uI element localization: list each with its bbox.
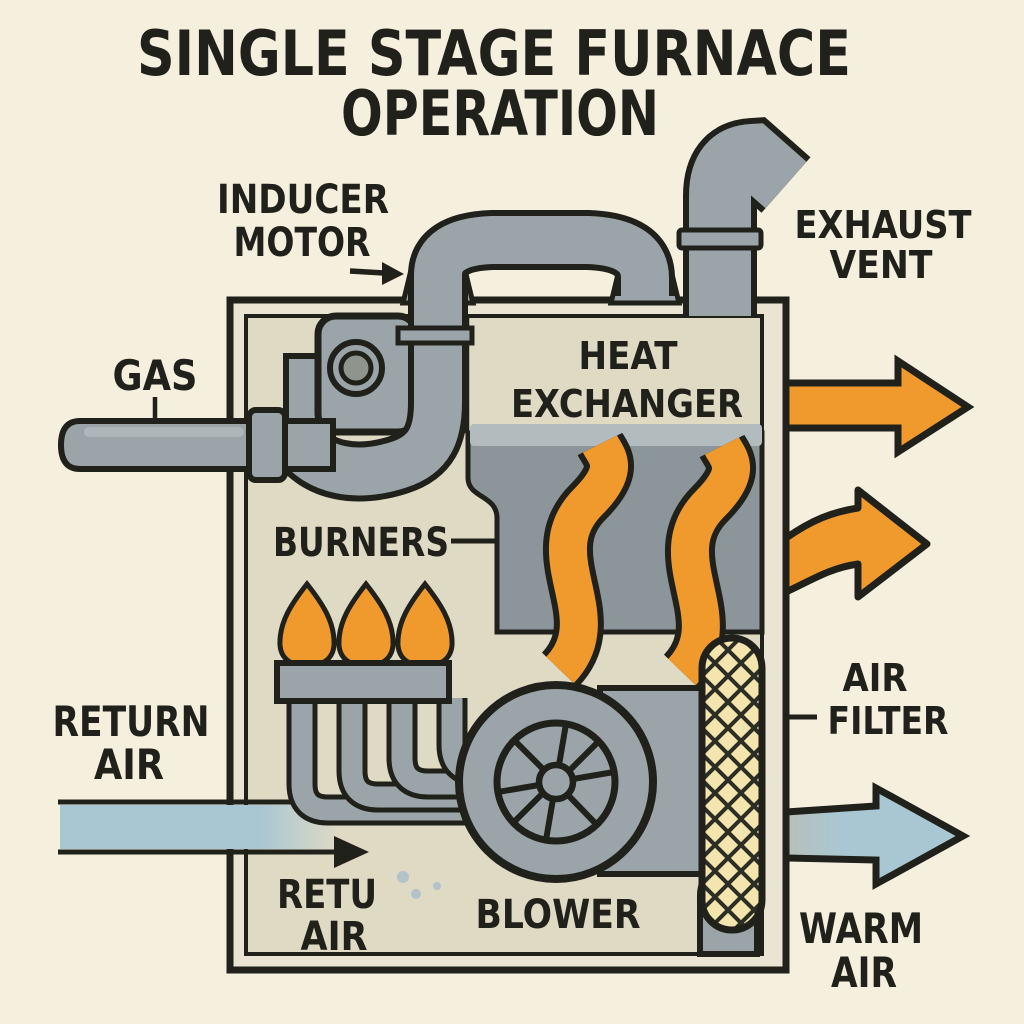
warm-air-callout: WARM AIR [799,904,923,997]
pipe-coupling-ring [395,325,475,346]
warm-air-arrow-icon [782,782,971,890]
gas-pipe-coupling [246,407,288,483]
exhaust-coupling-ring [676,227,764,251]
dust-speckles [397,871,441,899]
blower-spokes [497,723,615,841]
manifold-tube [291,698,505,821]
air-filter-label-line2: FILTER [828,699,949,743]
hot-gas-ribbon [667,436,750,686]
gas-label: GAS [113,351,198,400]
gas-callout: GAS [113,351,198,420]
supply-air-arrows [782,354,975,890]
inducer-arrow-icon [382,262,404,285]
hot-air-arrow-mid-icon [782,486,931,601]
return-air-duct-label-line2: AIR [301,914,368,960]
inducer-motor-callout: INDUCER MOTOR [217,177,404,285]
heat-exchanger-label-line2: EXCHANGER [511,382,743,426]
inducer-arrow-line [349,268,385,276]
inducer-motor-hub [338,350,374,386]
blower-fan [455,681,657,883]
return-air-stream [60,805,338,849]
heat-exchanger-section: HEAT EXCHANGER [464,318,765,690]
exhaust-vent-pipe [676,117,811,316]
air-filter-panel [698,634,766,934]
manifold-tube [391,698,505,795]
return-air-label-line2: AIR [94,740,164,789]
inducer-pipe [275,216,669,496]
warm-air-label-line2: AIR [831,948,897,997]
diagram-title-line2: OPERATION [341,77,659,150]
blower-assembly: BLOWER [455,634,766,957]
warm-air-label-line1: WARM [799,904,923,953]
gas-pipe-highlight [84,427,244,437]
gas-pipe [57,407,336,483]
return-air-duct-label-line1: RETU [277,872,377,918]
diagram-title-line1: SINGLE STAGE FURNACE [137,17,851,90]
return-air-callout: RETURN AIR [53,697,210,789]
return-air-arrow-icon [334,836,369,868]
heat-exchanger-top-haze [470,424,762,446]
hot-gas-ribbon [545,434,628,684]
exhaust-vent-callout: EXHAUST VENT [795,203,972,287]
exhaust-pipe [689,123,807,316]
air-filter-label-line1: AIR [843,656,908,700]
burner-bar [274,660,452,704]
manifold-tube [341,698,505,808]
inducer-motor-label-line2: MOTOR [234,220,371,266]
hot-gas-ribbons [540,431,756,690]
inducer-motor-label-line1: INDUCER [217,177,389,223]
exhaust-vent-label-line1: EXHAUST [795,203,972,247]
heat-exchanger-label-line1: HEAT [579,334,678,378]
burners [274,579,455,704]
blower-label: BLOWER [476,892,641,938]
return-air-label-line1: RETURN [53,697,210,746]
exhaust-vent-label-line2: VENT [830,243,933,287]
inducer-loop-pipe [270,210,683,502]
return-air-duct [58,799,468,868]
burners-label: BURNERS [273,520,449,566]
air-filter-callout: AIR FILTER [786,656,949,743]
blower-hub [535,761,577,803]
hot-air-arrow-top-icon [782,354,975,459]
